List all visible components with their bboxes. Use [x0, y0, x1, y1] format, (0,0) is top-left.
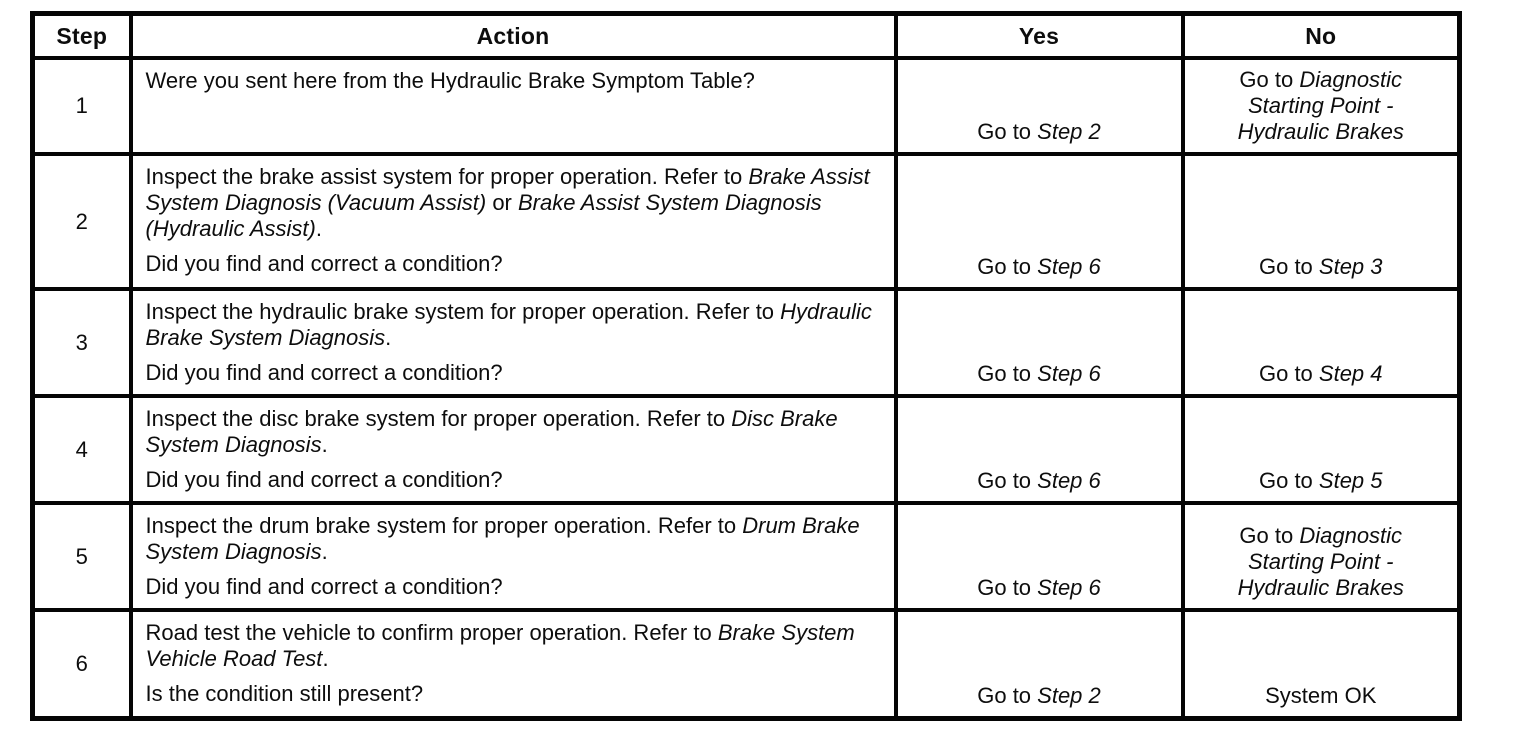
step-number: 6 [30, 608, 133, 720]
action-paragraph: Were you sent here from the Hydraulic Br… [145, 68, 755, 93]
no-cell: Go to Step 5 [1180, 394, 1462, 505]
yes-cell: Go to Step 6 [893, 152, 1185, 291]
yes-instruction: Go to Step 2 [977, 119, 1101, 144]
no-cell: System OK [1180, 608, 1462, 720]
action-paragraph: Inspect the hydraulic brake system for p… [145, 299, 872, 350]
step-number: 1 [30, 56, 133, 156]
action-paragraph: Is the condition still present? [145, 681, 424, 706]
action-cell: Were you sent here from the Hydraulic Br… [128, 56, 898, 156]
table-row: 6 Road test the vehicle to confirm prope… [30, 608, 1462, 720]
yes-instruction: Go to Step 6 [977, 468, 1101, 493]
yes-instruction: Go to Step 6 [977, 361, 1101, 386]
action-paragraph: Road test the vehicle to confirm proper … [145, 620, 855, 671]
table-row: 2 Inspect the brake assist system for pr… [30, 152, 1462, 291]
action-cell: Road test the vehicle to confirm proper … [128, 608, 898, 720]
table-row: 5 Inspect the drum brake system for prop… [30, 501, 1462, 612]
header-row: Step Action Yes No [30, 11, 1462, 60]
table-row: 1 Were you sent here from the Hydraulic … [30, 56, 1462, 156]
yes-cell: Go to Step 6 [893, 501, 1185, 612]
action-cell: Inspect the hydraulic brake system for p… [128, 287, 898, 398]
brake-diagnostic-table: Step Action Yes No 1 Were you sent here … [30, 11, 1462, 721]
no-cell: Go to Step 3 [1180, 152, 1462, 291]
yes-instruction: Go to Step 6 [977, 254, 1101, 279]
yes-instruction: Go to Step 2 [977, 682, 1101, 708]
no-instruction: Go to Step 5 [1258, 468, 1383, 493]
header-no: No [1180, 11, 1462, 60]
header-step: Step [30, 11, 133, 60]
action-cell: Inspect the disc brake system for proper… [128, 394, 898, 505]
action-paragraph: Did you find and correct a condition? [145, 251, 503, 276]
table-row: 3 Inspect the hydraulic brake system for… [30, 287, 1462, 398]
step-number: 4 [30, 394, 133, 505]
header-yes: Yes [893, 11, 1185, 60]
action-cell: Inspect the drum brake system for proper… [128, 501, 898, 612]
action-cell: Inspect the brake assist system for prop… [128, 152, 898, 291]
no-instruction: Go to Step 3 [1258, 254, 1383, 279]
yes-cell: Go to Step 6 [893, 287, 1185, 398]
yes-cell: Go to Step 2 [893, 608, 1185, 720]
action-paragraph: Did you find and correct a condition? [145, 467, 503, 492]
step-number: 5 [30, 501, 133, 612]
no-cell: Go to Diagnostic Starting Point - Hydrau… [1180, 56, 1462, 156]
header-action: Action [128, 11, 898, 60]
yes-instruction: Go to Step 6 [977, 575, 1101, 600]
action-paragraph: Did you find and correct a condition? [145, 360, 503, 385]
no-cell: Go to Step 4 [1180, 287, 1462, 398]
no-instruction: Go to Diagnostic Starting Point - Hydrau… [1237, 523, 1404, 600]
action-paragraph: Inspect the disc brake system for proper… [145, 406, 838, 457]
step-number: 2 [30, 152, 133, 291]
step-number: 3 [30, 287, 133, 398]
action-paragraph: Inspect the drum brake system for proper… [145, 513, 860, 564]
no-instruction: System OK [1265, 682, 1377, 708]
action-paragraph: Inspect the brake assist system for prop… [145, 164, 870, 241]
yes-cell: Go to Step 6 [893, 394, 1185, 505]
table-row: 4 Inspect the disc brake system for prop… [30, 394, 1462, 505]
yes-cell: Go to Step 2 [893, 56, 1185, 156]
no-instruction: Go to Step 4 [1258, 361, 1383, 386]
action-paragraph: Did you find and correct a condition? [145, 574, 503, 599]
no-cell: Go to Diagnostic Starting Point - Hydrau… [1180, 501, 1462, 612]
no-instruction: Go to Diagnostic Starting Point - Hydrau… [1237, 67, 1404, 144]
